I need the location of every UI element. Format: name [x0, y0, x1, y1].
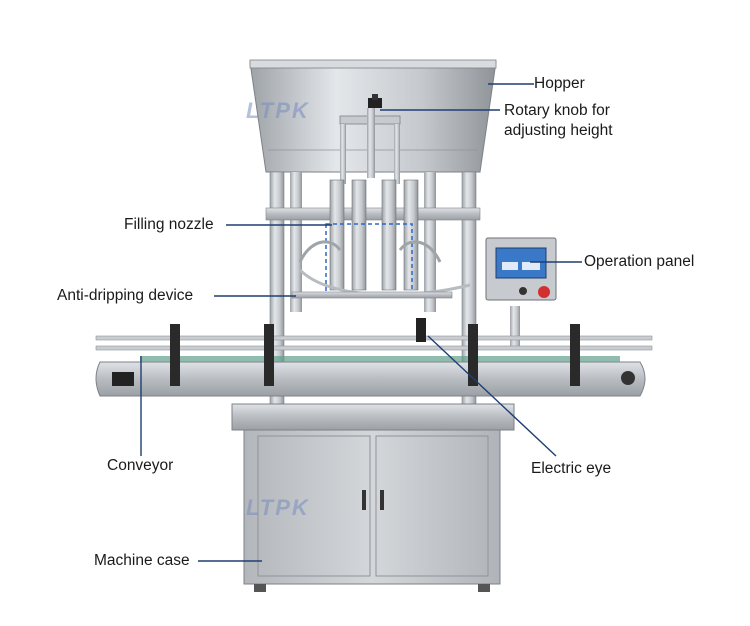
- label-machine-case: Machine case: [94, 552, 190, 569]
- label-conveyor: Conveyor: [107, 457, 174, 474]
- label-anti-dripping: Anti-dripping device: [57, 287, 194, 304]
- conveyor-shape: [95, 318, 653, 397]
- operation-panel-shape: [485, 237, 557, 346]
- label-hopper: Hopper: [534, 75, 585, 92]
- leader-electric-eye: [427, 335, 557, 457]
- label-rotary-knob-line2: adjusting height: [504, 122, 613, 139]
- filling-nozzles-shape: [298, 179, 471, 297]
- label-filling-nozzle: Filling nozzle: [124, 216, 214, 233]
- label-electric-eye: Electric eye: [531, 460, 612, 477]
- anti-dripping-shape: [291, 291, 453, 299]
- watermark-bottom: LTPK: [246, 495, 310, 520]
- leader-lines: [140, 83, 582, 562]
- label-rotary-knob-line1: Rotary knob for: [504, 102, 610, 119]
- watermark-top: LTPK: [246, 98, 310, 123]
- rotary-knob-shape: [339, 94, 401, 184]
- machine-case-shape: [231, 403, 515, 592]
- label-operation-panel: Operation panel: [584, 253, 695, 270]
